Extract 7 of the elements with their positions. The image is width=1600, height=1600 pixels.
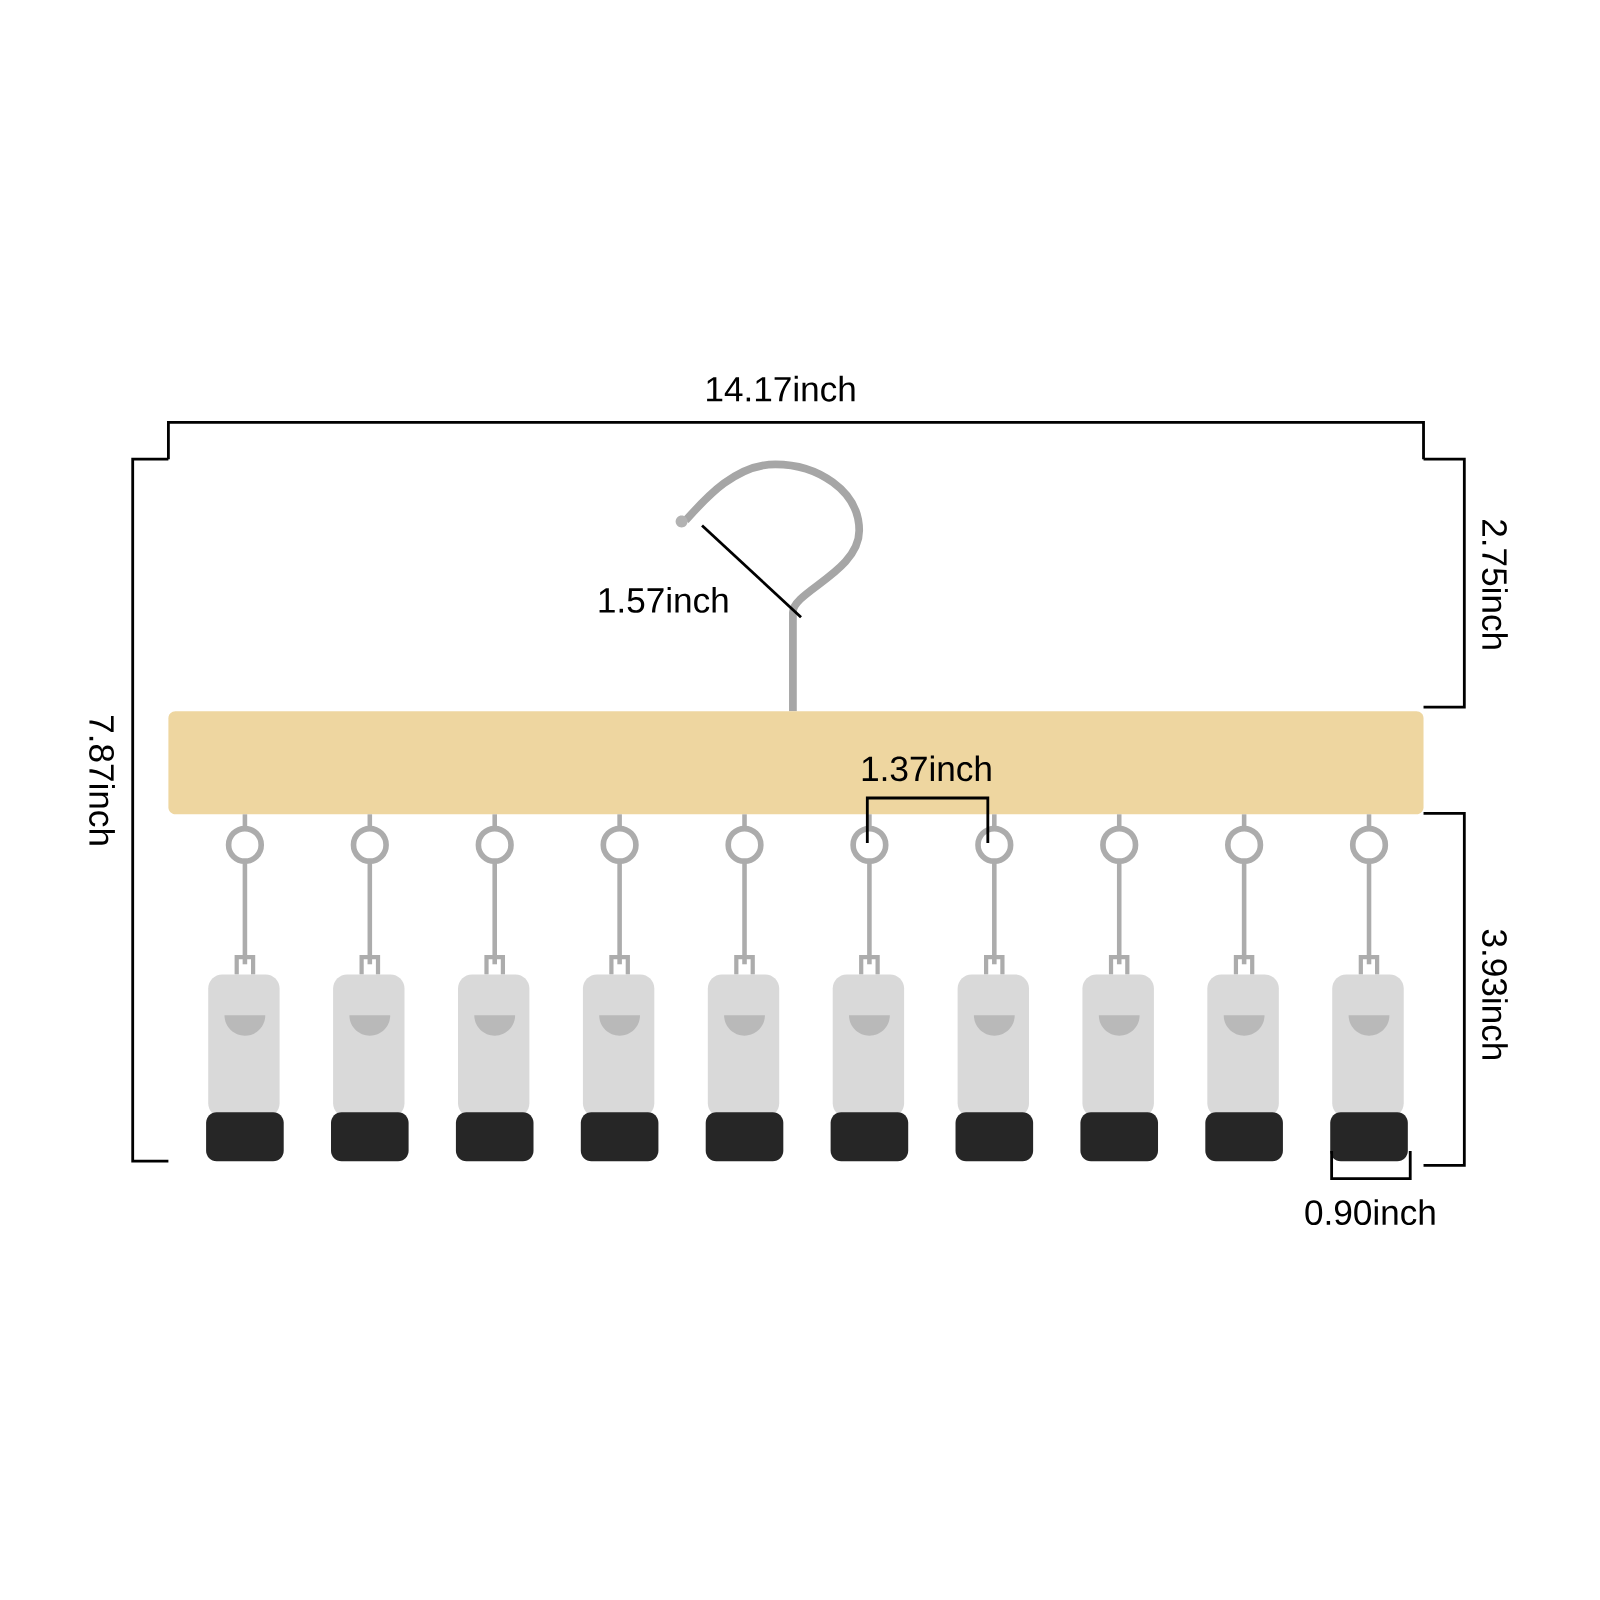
- dimension-label: 1.37inch: [862, 755, 991, 782]
- dimension-label: 3.93inch: [1482, 929, 1508, 1059]
- dimension-label: 14.17inch: [707, 375, 855, 402]
- dimension-label: 0.90inch: [1305, 1199, 1435, 1226]
- dimension-label: 7.87inch: [89, 715, 115, 845]
- dimension-label: 2.75inch: [1482, 520, 1508, 649]
- dimension-label: 1.57inch: [599, 587, 728, 613]
